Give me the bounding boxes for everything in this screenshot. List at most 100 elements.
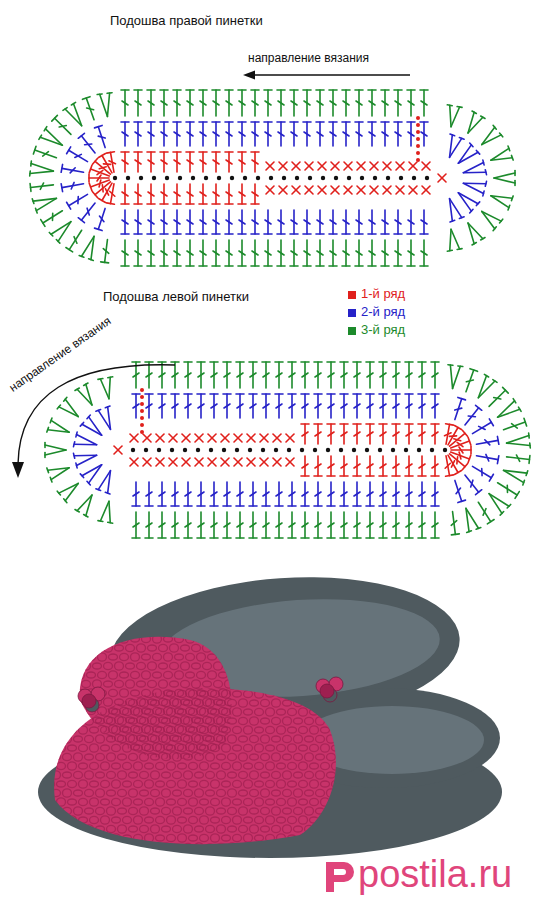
stitch-stroke xyxy=(458,500,466,502)
stitch-stroke xyxy=(286,434,294,442)
stitch-stroke xyxy=(121,89,129,91)
chain-dot xyxy=(140,395,144,399)
stitch-loop xyxy=(181,626,190,633)
stitch-loop xyxy=(310,817,319,823)
stitch-loop xyxy=(200,708,209,716)
stitch-stroke xyxy=(288,505,296,507)
stitch-stroke xyxy=(357,162,365,170)
stitch-loop xyxy=(46,744,55,751)
stitch-loop xyxy=(68,762,77,770)
stitch-stroke xyxy=(262,393,270,395)
stitch-stroke xyxy=(381,233,389,235)
stitch-stroke xyxy=(432,464,438,468)
stitch-loop xyxy=(272,682,281,688)
stitch-stroke xyxy=(331,162,339,170)
chain-dot xyxy=(360,176,364,180)
stitch-stroke xyxy=(405,393,413,395)
stitch-stroke xyxy=(80,474,83,478)
stitch-stroke xyxy=(187,160,193,164)
stitch-stroke xyxy=(314,423,322,425)
chain-dot xyxy=(334,176,338,180)
stitch-stroke xyxy=(290,89,298,91)
stitch-stroke xyxy=(187,132,193,136)
stitch-stroke xyxy=(266,186,274,194)
stitch-loop xyxy=(178,817,187,823)
stitch-loop xyxy=(137,681,146,687)
chain-dot xyxy=(295,176,299,180)
stitch-loop xyxy=(52,825,61,833)
stitch-stroke xyxy=(199,203,207,205)
stitch-loop xyxy=(195,807,204,814)
stitch-stroke xyxy=(159,404,165,408)
stitch-loop xyxy=(107,790,116,796)
stitch-stroke xyxy=(328,404,334,408)
stitch-loop xyxy=(277,726,286,734)
stitch-stroke xyxy=(478,376,486,398)
stitch-loop xyxy=(236,662,245,669)
stitch-stroke xyxy=(503,387,509,393)
stitch-stroke xyxy=(99,216,103,222)
stitch-loop xyxy=(192,663,201,669)
stitch-stroke xyxy=(301,505,309,507)
chain-dot xyxy=(416,116,420,120)
stitch-stroke xyxy=(71,182,74,189)
stitch-stroke xyxy=(199,233,207,235)
stitch-stroke xyxy=(305,162,313,170)
stitch-stroke xyxy=(252,132,258,136)
stitch-stroke xyxy=(315,523,321,527)
stitch-loop xyxy=(90,727,99,733)
stitch-stroke xyxy=(187,101,193,105)
stitch-loop xyxy=(197,653,206,661)
stitch-stroke xyxy=(221,434,229,442)
stitch-stroke xyxy=(304,132,310,136)
chain-dot xyxy=(399,176,403,180)
stitch-loop xyxy=(197,636,206,642)
stitch-stroke xyxy=(135,132,141,136)
stitch-stroke xyxy=(51,468,69,480)
stitch-stroke xyxy=(526,471,528,476)
stitch-stroke xyxy=(97,93,102,95)
stitch-stroke xyxy=(89,183,92,191)
stitch-stroke xyxy=(82,424,102,435)
stitch-stroke xyxy=(432,373,438,377)
stitch-loop xyxy=(79,726,88,734)
stitch-stroke xyxy=(459,217,464,219)
stitch-loop xyxy=(195,681,204,689)
stitch-loop xyxy=(96,772,105,778)
chain-dot xyxy=(204,176,208,180)
stitch-loop xyxy=(189,816,198,823)
stitch-loop xyxy=(112,726,121,734)
stitch-stroke xyxy=(146,523,152,527)
stitch-loop xyxy=(145,817,154,823)
stitch-loop xyxy=(68,799,77,805)
chain-dot xyxy=(222,448,226,452)
stitch-loop xyxy=(206,844,215,850)
stitch-loop xyxy=(189,781,198,787)
stitch-stroke xyxy=(75,154,82,157)
stitch-stroke xyxy=(328,523,334,527)
stitch-loop xyxy=(52,681,61,688)
stitch-stroke xyxy=(406,373,412,377)
stitch-stroke xyxy=(341,404,347,408)
stitch-loop xyxy=(261,843,270,851)
stitch-stroke xyxy=(276,523,282,527)
stitch-loop xyxy=(57,835,66,841)
stitch-stroke xyxy=(134,265,142,267)
stitch-stroke xyxy=(36,208,38,213)
stitch-loop xyxy=(109,671,118,679)
stitch-stroke xyxy=(330,251,336,255)
stitch-stroke xyxy=(408,220,414,224)
stitch-stroke xyxy=(380,523,386,527)
stitch-loop xyxy=(71,644,80,652)
stitch-stroke xyxy=(357,186,365,194)
stitch-loop xyxy=(277,709,286,715)
stitch-stroke xyxy=(396,186,404,194)
stitch-stroke xyxy=(199,121,207,123)
stitch-stroke xyxy=(82,97,90,100)
stitch-loop xyxy=(305,771,314,778)
stitch-stroke xyxy=(247,434,255,442)
stitch-stroke xyxy=(314,361,322,363)
stitch-loop xyxy=(239,790,248,796)
stitch-stroke xyxy=(250,523,256,527)
stitch-loop xyxy=(206,736,215,742)
